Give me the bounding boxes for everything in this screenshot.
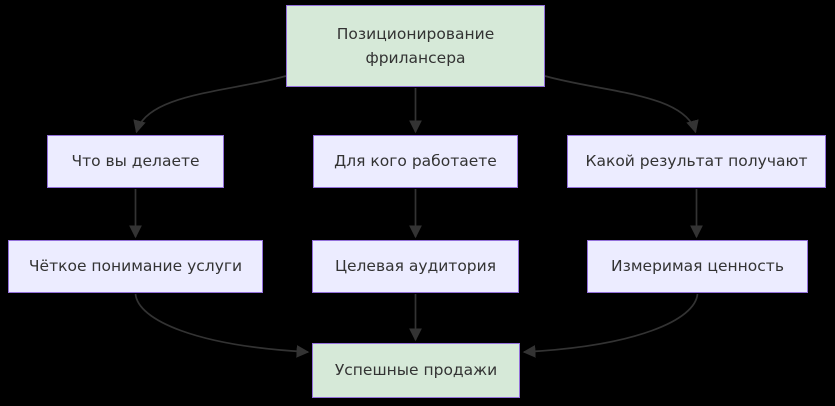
node-what-you-do: Что вы делаете [47, 135, 224, 188]
node-who-you-work-for-label: Для кого работаете [334, 152, 497, 171]
node-what-result: Какой результат получают [567, 135, 826, 188]
node-measurable-value-label: Измеримая ценность [611, 257, 784, 276]
edge-clarity-sales [134, 293, 310, 358]
node-service-clarity: Чёткое понимание услуги [8, 240, 263, 293]
edge-root-result [544, 75, 699, 134]
node-measurable-value: Измеримая ценность [587, 240, 808, 293]
node-who-you-work-for: Для кого работаете [313, 135, 518, 188]
node-what-you-do-label: Что вы делаете [71, 152, 200, 171]
node-what-result-label: Какой результат получают [585, 152, 808, 171]
node-positioning: Позиционирование фрилансера [286, 5, 545, 87]
edge-root-what [133, 75, 287, 134]
node-successful-sales: Успешные продажи [312, 343, 520, 398]
node-service-clarity-label: Чёткое понимание услуги [28, 257, 243, 276]
node-target-audience-label: Целевая аудитория [334, 257, 497, 276]
edge-value-sales [522, 293, 699, 358]
node-successful-sales-label: Успешные продажи [334, 361, 498, 380]
node-target-audience: Целевая аудитория [312, 240, 519, 293]
node-positioning-label: Позиционирование фрилансера [336, 24, 495, 67]
